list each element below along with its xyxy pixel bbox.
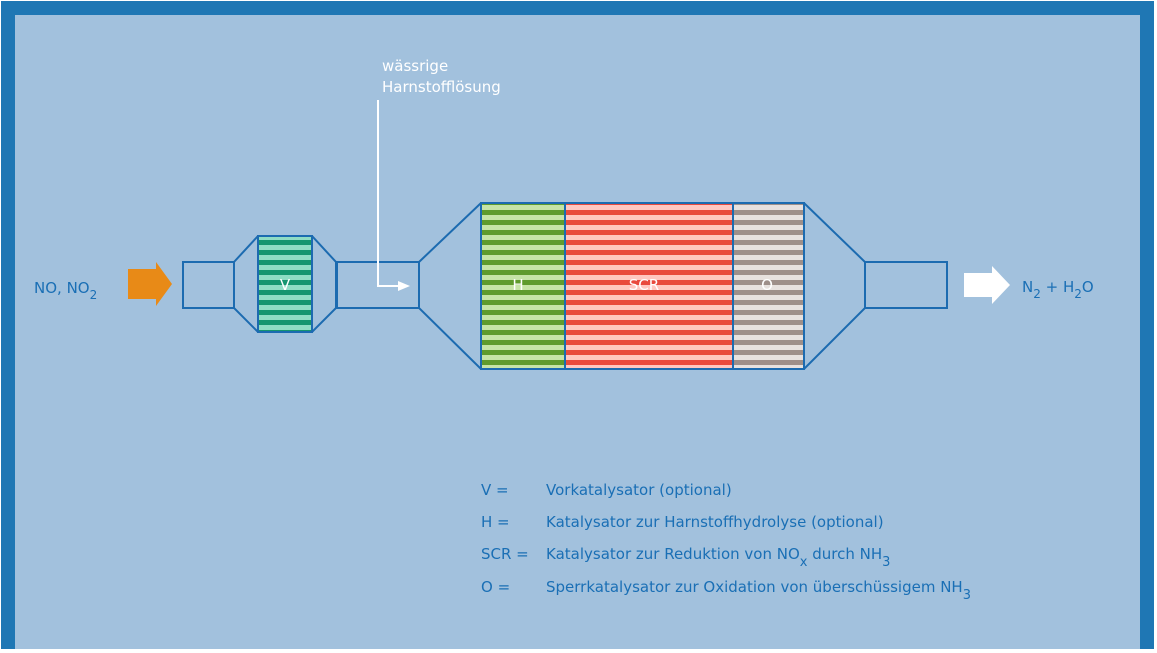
legend-key-scr: SCR = (481, 545, 529, 563)
block-scr (564, 202, 734, 370)
legend-text-o: Sperrkatalysator zur Oxidation von übers… (546, 578, 971, 603)
block-scr-label: SCR (629, 276, 659, 294)
injection-label-line1: wässrige (382, 57, 448, 75)
block-v-label: V (280, 276, 291, 294)
input-label: NO, NO2 (34, 279, 97, 302)
legend-text-scr: Katalysator zur Reduktion von NOx durch … (546, 545, 890, 570)
legend-text-h: Katalysator zur Harnstoffhydrolyse (opti… (546, 513, 884, 531)
input-arrow (128, 262, 172, 306)
urea-injection-arrowhead (398, 281, 410, 291)
block-o-label: O (761, 276, 773, 294)
block-v (257, 235, 313, 333)
legend-text-v: Vorkatalysator (optional) (546, 481, 732, 499)
output-arrow (964, 266, 1010, 304)
legend-key-v: V = (481, 481, 509, 499)
block-h-label: H (512, 276, 523, 294)
injection-label-line2: Harnstofflösung (382, 78, 501, 96)
legend-key-h: H = (481, 513, 510, 531)
outlet-pipe (864, 261, 948, 309)
block-o (732, 202, 805, 370)
inlet-pipe (182, 261, 237, 309)
legend-key-o: O = (481, 578, 510, 596)
output-label: N2 + H2O (1022, 278, 1094, 301)
urea-injection-line (377, 100, 400, 287)
legend: V = Vorkatalysator (optional) H = Kataly… (481, 481, 971, 603)
block-h (480, 202, 566, 370)
